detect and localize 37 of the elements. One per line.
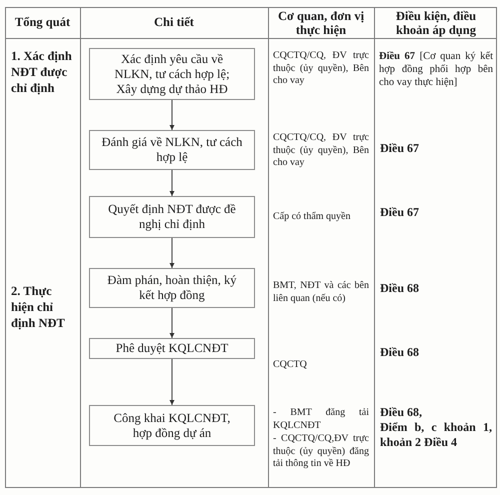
responsible-party-text: - CQCTQ/CQ,ĐV trực thuộc (ủy quyền) đăng tải thông tin về HĐ [273,433,369,470]
legal-reference-text: Điều 67 [380,205,420,219]
legal-reference-text: Điều 68 [380,281,420,295]
legal-reference-text: Điều 67 [Cơ quan ký kết hợp đồng phối hợp bên cho vay thực hiện] [379,50,493,89]
column-header: Tổng quát [14,15,72,29]
column-header: Chi tiết [153,15,195,29]
step-text: Đàm phán, hoàn thiện, ký kết hợp đồng [106,273,238,303]
arrow [170,170,174,196]
process-box [89,196,255,238]
legal-reference-text: Điều 67 [380,141,420,155]
responsible-party-text: CQCTQ/CQ, ĐV trực thuộc (ủy quyền), Bên cho vay [273,132,369,170]
section-heading: 1. Xác định NĐT được chỉ định [11,48,73,96]
process-box [89,338,255,359]
section-heading: 2. Thực hiện chỉ định NĐT [11,283,66,331]
responsible-party-text: BMT, NĐT và các bên liên quan (nếu có) [273,280,369,305]
column-header: Điều kiện, điều khoản áp dụng [394,9,478,37]
step-text: Xác định yêu cầu về NLKN, tư cách hợp lệ; Xây dựng dự thảo HĐ [113,52,231,96]
legal-reference-text: Điều 68, [380,405,423,419]
process-box [89,405,255,446]
step-text: Công khai KQLCNĐT, hợp đồng dự án [112,410,232,440]
arrow [170,100,174,130]
responsible-party-text: CQCTQ/CQ, ĐV trực thuộc (ủy quyền), Bên cho vay [273,50,369,88]
legal-reference-text: Điểm b, c khoản 1, khoản 2 Điều 4 [380,420,492,450]
responsible-party-text: CQCTQ [273,359,308,372]
responsible-party-text: - BMT đăng tải KQLCNĐT [273,407,369,432]
arrow [170,358,174,406]
column-header: Cơ quan, đơn vị thực hiện [276,9,366,37]
process-box [89,130,255,170]
step-text: Phê duyệt KQLCNĐT [116,341,228,356]
arrow [170,238,174,268]
process-box [89,268,255,308]
arrow [170,308,174,338]
process-box [89,48,255,100]
legal-reference-text: Điều 68 [380,345,420,359]
responsible-party-text: Cấp có thẩm quyền [273,211,352,224]
step-text: Quyết định NĐT được đề nghị chỉ định [107,202,237,232]
step-text: Đánh giá về NLKN, tư cách hợp lệ [100,135,244,165]
